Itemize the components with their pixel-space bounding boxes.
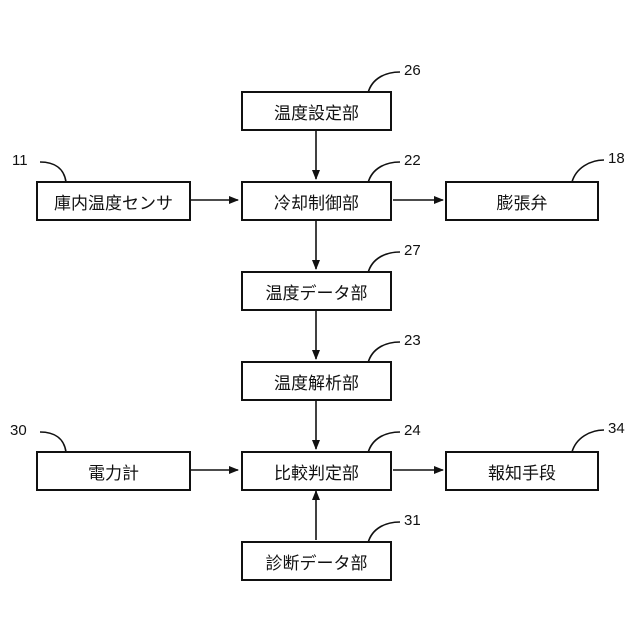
leader-18 — [572, 160, 604, 182]
power-meter-box: 電力計 — [36, 451, 191, 491]
temp-analysis-box: 温度解析部 — [241, 361, 392, 401]
ref-23: 23 — [404, 332, 421, 349]
interior-temp-sensor-label: 庫内温度センサ — [54, 189, 173, 214]
leader-24 — [368, 432, 400, 453]
leader-23 — [368, 342, 400, 363]
expansion-valve-box: 膨張弁 — [445, 181, 599, 221]
cooling-control-label: 冷却制御部 — [274, 189, 359, 214]
ref-24: 24 — [404, 422, 421, 439]
ref-11: 11 — [12, 152, 28, 169]
notification-label: 報知手段 — [488, 459, 556, 484]
leader-34 — [572, 430, 604, 452]
ref-26: 26 — [404, 62, 421, 79]
temp-analysis-label: 温度解析部 — [274, 369, 359, 394]
leader-27 — [368, 252, 400, 273]
leader-31 — [368, 522, 400, 543]
cooling-control-box: 冷却制御部 — [241, 181, 392, 221]
ref-27: 27 — [404, 242, 421, 259]
ref-31: 31 — [404, 512, 421, 529]
ref-22: 22 — [404, 152, 421, 169]
temp-data-box: 温度データ部 — [241, 271, 392, 311]
interior-temp-sensor-box: 庫内温度センサ — [36, 181, 191, 221]
leader-22 — [368, 162, 400, 183]
temp-setting-box: 温度設定部 — [241, 91, 392, 131]
temp-setting-label: 温度設定部 — [274, 99, 359, 124]
temp-data-label: 温度データ部 — [266, 279, 368, 304]
ref-34: 34 — [608, 420, 625, 437]
leader-30 — [40, 432, 66, 452]
leader-11 — [40, 162, 66, 182]
notification-box: 報知手段 — [445, 451, 599, 491]
ref-30: 30 — [10, 422, 27, 439]
expansion-valve-label: 膨張弁 — [497, 189, 548, 214]
comparison-box: 比較判定部 — [241, 451, 392, 491]
diagnosis-data-label: 診断データ部 — [266, 549, 368, 574]
leader-26 — [368, 72, 400, 93]
comparison-label: 比較判定部 — [274, 459, 359, 484]
power-meter-label: 電力計 — [88, 459, 139, 484]
ref-18: 18 — [608, 150, 625, 167]
diagnosis-data-box: 診断データ部 — [241, 541, 392, 581]
